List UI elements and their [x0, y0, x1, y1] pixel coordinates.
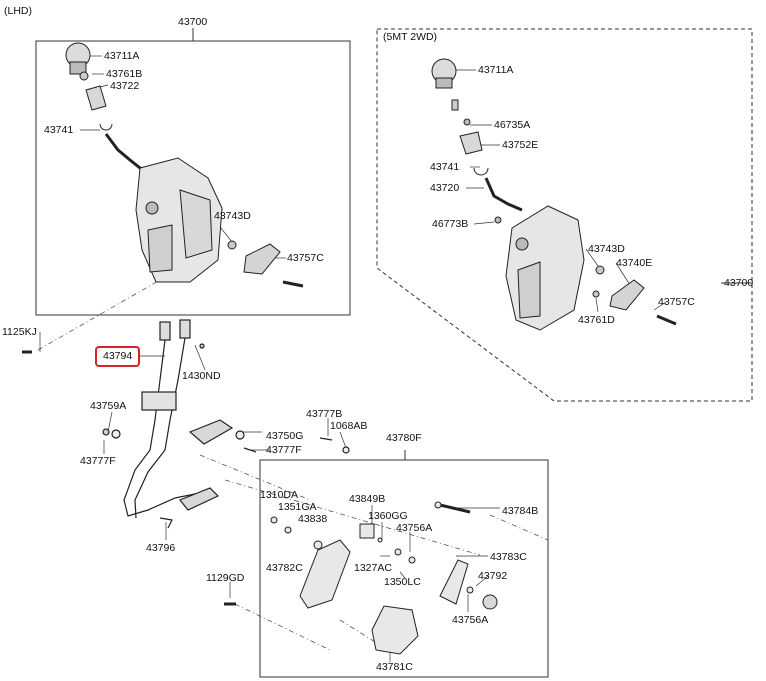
boot-ring-icon: [79, 71, 89, 81]
page-title: (LHD): [4, 5, 32, 17]
cable-ball-joint-icon: [188, 419, 234, 445]
part-label-1351GA: 1351GA: [278, 501, 317, 513]
cable-bracket-icon: [141, 391, 177, 411]
washer-icon: [235, 430, 245, 440]
part-label-43756A-bottom: 43756A: [452, 614, 489, 626]
washer-icon: [284, 526, 292, 534]
part-label-43780F: 43780F: [386, 432, 422, 444]
part-label-1129GD: 1129GD: [206, 572, 245, 584]
5mt-lever-housing-icon: [505, 205, 585, 331]
lever-bracket-assembly: [270, 501, 498, 655]
part-label-43741-right: 43741: [430, 161, 460, 173]
5mt-2wd-box: [376, 28, 753, 402]
part-label-43777F-left: 43777F: [80, 455, 116, 467]
snap-ring-icon: [473, 167, 489, 176]
part-label-1068AB: 1068AB: [330, 420, 368, 432]
part-label-43700-right: 43700: [724, 277, 754, 289]
clip-icon: [102, 428, 110, 436]
pin-icon: [199, 343, 205, 349]
part-label-43711A-left: 43711A: [104, 50, 140, 62]
bushing-icon: [313, 540, 323, 550]
washer-icon: [494, 216, 502, 224]
variant-title: (5MT 2WD): [383, 31, 438, 43]
5mt-plate-icon: [609, 279, 645, 311]
part-label-43720: 43720: [430, 182, 460, 194]
5mt-bolt-icon: [656, 314, 677, 326]
part-label-1310DA: 1310DA: [260, 489, 298, 501]
clip-icon: [159, 517, 173, 529]
bushing-icon: [359, 523, 375, 539]
part-label-43838: 43838: [298, 513, 328, 525]
cable-end-icon: [159, 321, 171, 341]
part-label-43711A-right: 43711A: [478, 64, 514, 76]
part-label-43849B: 43849B: [349, 493, 386, 505]
cable-end-icon: [179, 319, 191, 339]
part-label-1430ND: 1430ND: [182, 370, 221, 382]
pin-bolt-icon: [439, 503, 471, 514]
part-label-43757C-left: 43757C: [287, 252, 324, 264]
clip-icon: [319, 437, 333, 441]
part-label-43796: 43796: [146, 542, 176, 554]
part-label-1360GG: 1360GG: [368, 510, 408, 522]
shift-lever-icon: [439, 559, 469, 605]
part-label-43752E: 43752E: [502, 139, 539, 151]
snap-ring-icon: [99, 123, 113, 131]
lhd-plate-icon: [243, 243, 281, 275]
cable-ball-joint-icon: [179, 487, 220, 511]
bolt-icon: [463, 118, 471, 126]
knob-adapter-icon: [85, 85, 107, 111]
bushing-icon: [595, 265, 605, 275]
bracket-plate-icon: [371, 605, 419, 655]
part-label-43740E: 43740E: [616, 257, 653, 269]
part-label-43756A-top: 43756A: [396, 522, 433, 534]
part-label-1125KJ: 1125KJ: [2, 326, 37, 338]
part-label-43750G: 43750G: [266, 430, 304, 442]
bushing-icon: [227, 240, 237, 250]
part-label-43743D-left: 43743D: [214, 210, 251, 222]
highlight-43794: [95, 346, 140, 367]
part-label-43784B: 43784B: [502, 505, 539, 517]
bushing-icon: [482, 594, 498, 610]
part-label-43759A: 43759A: [90, 400, 127, 412]
part-label-1350LC: 1350LC: [384, 576, 421, 588]
part-label-46735A: 46735A: [494, 119, 531, 131]
part-label-43761D: 43761D: [578, 314, 615, 326]
part-label-43777F-right: 43777F: [266, 444, 302, 456]
washer-icon: [394, 548, 402, 556]
part-label-43777B: 43777B: [306, 408, 343, 420]
shift-cable-assembly: [22, 319, 350, 606]
part-label-43757C-right: 43757C: [658, 296, 695, 308]
5mt-shift-lever-assembly: [431, 58, 677, 331]
part-label-43722: 43722: [110, 80, 140, 92]
part-label-43700-top: 43700: [178, 16, 208, 28]
washer-icon: [111, 429, 121, 439]
clip-icon: [466, 586, 474, 594]
part-label-43781C: 43781C: [376, 661, 413, 673]
part-label-43782C: 43782C: [266, 562, 303, 574]
clip-icon: [243, 447, 257, 453]
lever-bracket-box: [259, 459, 549, 678]
part-label-1327AC: 1327AC: [354, 562, 392, 574]
bushing-icon: [592, 290, 600, 298]
part-label-43794: 43794: [103, 350, 133, 362]
part-label-43761B: 43761B: [106, 68, 143, 80]
bushing-icon: [408, 556, 416, 564]
lhd-shift-lever-assembly: [65, 42, 304, 288]
nut-icon: [270, 516, 278, 524]
select-lever-icon: [299, 539, 351, 609]
part-label-46773B: 46773B: [432, 218, 469, 230]
lhd-bolt-icon: [282, 280, 304, 288]
pin-icon: [377, 537, 383, 543]
shift-lever-rod-icon: [484, 177, 523, 212]
spring-icon: [451, 99, 459, 111]
part-label-43792: 43792: [478, 570, 508, 582]
part-label-43783C: 43783C: [490, 551, 527, 563]
part-label-43741-left: 43741: [44, 124, 74, 136]
part-label-43743D-right: 43743D: [588, 243, 625, 255]
washer-icon: [342, 446, 350, 454]
retainer-plate-icon: [459, 131, 483, 155]
